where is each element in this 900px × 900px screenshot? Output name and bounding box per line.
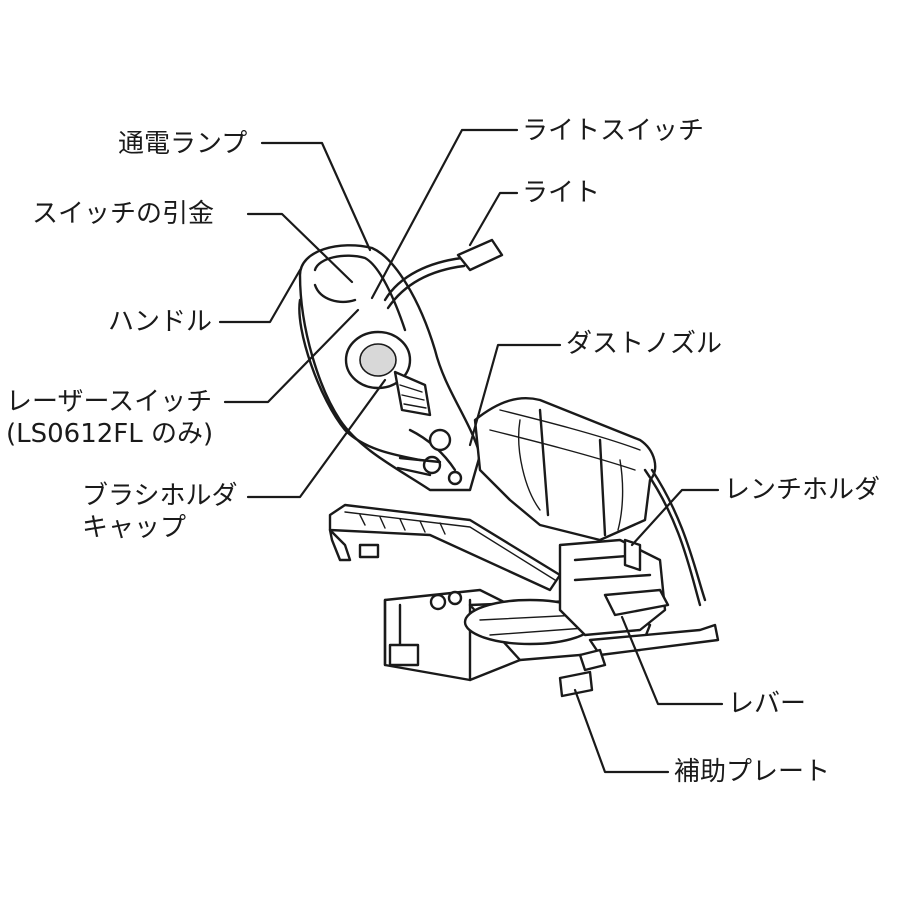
label-lever: レバー (728, 689, 807, 719)
label-laser-switch-note: (LS0612FL のみ) (6, 419, 214, 449)
label-brush-holder-cap: ブラシホルダ キャップ (82, 481, 238, 543)
label-switch-trigger: スイッチの引金 (32, 199, 215, 229)
saw-extension (558, 623, 720, 698)
label-laser-switch: レーザースイッチ (LS0612FL のみ) (6, 387, 214, 449)
label-brush-holder-cap-line2: キャップ (82, 513, 187, 543)
label-light-switch: ライトスイッチ (522, 116, 705, 146)
label-power-lamp: 通電ランプ (118, 129, 248, 159)
light-arm (383, 238, 504, 310)
label-light: ライト (522, 178, 601, 208)
label-dust-nozzle: ダストノズル (566, 329, 723, 359)
saw-fence (328, 503, 562, 592)
label-handle: ハンドル (108, 307, 213, 337)
dust-bag (473, 397, 657, 542)
saw-pivot (558, 468, 707, 637)
leader-lines (218, 128, 724, 774)
saw-head (298, 244, 482, 492)
label-aux-plate: 補助プレート (674, 757, 831, 787)
label-wrench-holder: レンチホルダ (724, 475, 881, 505)
